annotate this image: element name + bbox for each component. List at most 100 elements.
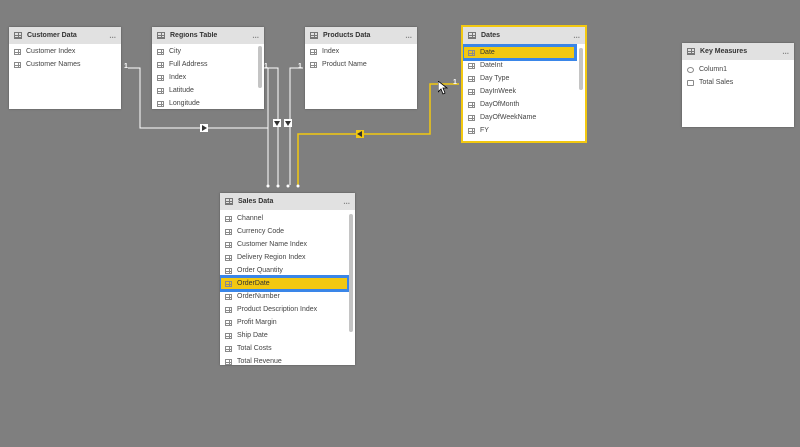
column-icon [687, 66, 694, 73]
field-icon [468, 62, 475, 69]
field-row[interactable]: Latitude [152, 84, 264, 97]
field-row[interactable]: DateInt [463, 59, 585, 72]
table-icon [225, 198, 233, 205]
field-row[interactable]: Column1 [682, 63, 794, 76]
field-icon [310, 61, 317, 68]
table-title: Customer Data [27, 32, 77, 39]
field-row[interactable]: Total Revenue [220, 355, 355, 365]
field-icon [225, 332, 232, 339]
field-row[interactable]: Longitude [152, 97, 264, 109]
table-header[interactable]: Regions Table ... [152, 27, 264, 44]
field-icon [157, 100, 164, 107]
table-header[interactable]: Sales Data ... [220, 193, 355, 210]
field-icon [157, 87, 164, 94]
more-options-icon[interactable]: ... [405, 31, 412, 40]
field-row[interactable]: Index [305, 45, 417, 58]
field-icon [225, 267, 232, 274]
field-row[interactable]: Product Name [305, 58, 417, 71]
table-icon [14, 32, 22, 39]
mouse-pointer-icon [438, 81, 448, 95]
table-title: Sales Data [238, 198, 274, 205]
cardinality-one-products: 1 [298, 63, 302, 70]
table-icon [468, 32, 476, 39]
table-title: Key Measures [700, 48, 748, 55]
field-icon [225, 254, 232, 261]
field-row[interactable]: FY [463, 124, 585, 137]
field-row[interactable]: Profit Margin [220, 316, 355, 329]
field-icon [157, 61, 164, 68]
field-row-date-highlighted[interactable]: Date [463, 44, 577, 61]
cardinality-one-dates: 1 [453, 79, 457, 86]
field-icon [468, 49, 475, 56]
more-options-icon[interactable]: ... [782, 47, 789, 56]
table-header[interactable]: Products Data ... [305, 27, 417, 44]
scrollbar[interactable] [579, 48, 583, 90]
field-icon [157, 74, 164, 81]
field-row[interactable]: Customer Names [9, 58, 121, 71]
field-icon [157, 48, 164, 55]
field-row[interactable]: Product Description Index [220, 303, 355, 316]
field-row[interactable]: DayOfWeekName [463, 111, 585, 124]
field-row[interactable]: Total Sales [682, 76, 794, 89]
field-icon [14, 48, 21, 55]
field-row-orderdate-highlighted[interactable]: OrderDate [220, 275, 350, 292]
field-icon [468, 75, 475, 82]
field-icon [14, 61, 21, 68]
field-icon [225, 358, 232, 365]
table-icon [310, 32, 318, 39]
field-icon [225, 293, 232, 300]
field-icon [468, 88, 475, 95]
field-row[interactable]: Index [152, 71, 264, 84]
table-card-regions-table[interactable]: Regions Table ... City Full Address Inde… [152, 27, 264, 109]
field-row[interactable]: Full Address [152, 58, 264, 71]
field-row[interactable]: DayOfMonth [463, 98, 585, 111]
field-icon [225, 319, 232, 326]
scrollbar[interactable] [349, 214, 353, 332]
field-icon [468, 114, 475, 121]
table-header[interactable]: Dates ... [463, 27, 585, 44]
field-row[interactable]: Currency Code [220, 225, 355, 238]
table-card-sales-data[interactable]: Sales Data ... Channel Currency Code Cus… [220, 193, 355, 365]
field-icon [310, 48, 317, 55]
table-title: Regions Table [170, 32, 218, 39]
table-card-key-measures[interactable]: Key Measures ... Column1 Total Sales [682, 43, 794, 127]
calculator-icon [687, 79, 694, 86]
scrollbar[interactable] [258, 46, 262, 88]
field-icon [225, 241, 232, 248]
table-header[interactable]: Customer Data ... [9, 27, 121, 44]
field-row[interactable]: Customer Index [9, 45, 121, 58]
field-row[interactable]: Day Type [463, 72, 585, 85]
table-card-dates[interactable]: Dates ... Date DateInt Day Type DayInWee… [461, 25, 587, 143]
table-title: Products Data [323, 32, 371, 39]
table-icon [687, 48, 695, 55]
field-row[interactable]: Delivery Region Index [220, 251, 355, 264]
field-icon [468, 101, 475, 108]
field-row[interactable]: OrderNumber [220, 290, 355, 303]
cardinality-one-customer: 1 [124, 63, 128, 70]
field-icon [468, 127, 475, 134]
field-row[interactable]: City [152, 45, 264, 58]
field-icon [225, 345, 232, 352]
field-row[interactable]: Customer Name Index [220, 238, 355, 251]
table-title: Dates [481, 32, 501, 39]
more-options-icon[interactable]: ... [573, 31, 580, 40]
relationship-products-sales [289, 67, 303, 185]
field-row[interactable]: DayInWeek [463, 85, 585, 98]
field-icon [225, 280, 232, 287]
table-card-products-data[interactable]: Products Data ... Index Product Name [305, 27, 417, 109]
table-icon [157, 32, 165, 39]
table-card-customer-data[interactable]: Customer Data ... Customer Index Custome… [9, 27, 121, 109]
more-options-icon[interactable]: ... [109, 31, 116, 40]
more-options-icon[interactable]: ... [343, 197, 350, 206]
cardinality-one-regions: 1 [264, 63, 268, 70]
field-row[interactable]: Channel [220, 212, 355, 225]
field-row[interactable]: Total Costs [220, 342, 355, 355]
more-options-icon[interactable]: ... [252, 31, 259, 40]
field-icon [225, 215, 232, 222]
field-row[interactable]: Order Quantity [220, 264, 355, 277]
field-icon [225, 306, 232, 313]
field-icon [225, 228, 232, 235]
table-header[interactable]: Key Measures ... [682, 43, 794, 60]
field-row[interactable]: Ship Date [220, 329, 355, 342]
